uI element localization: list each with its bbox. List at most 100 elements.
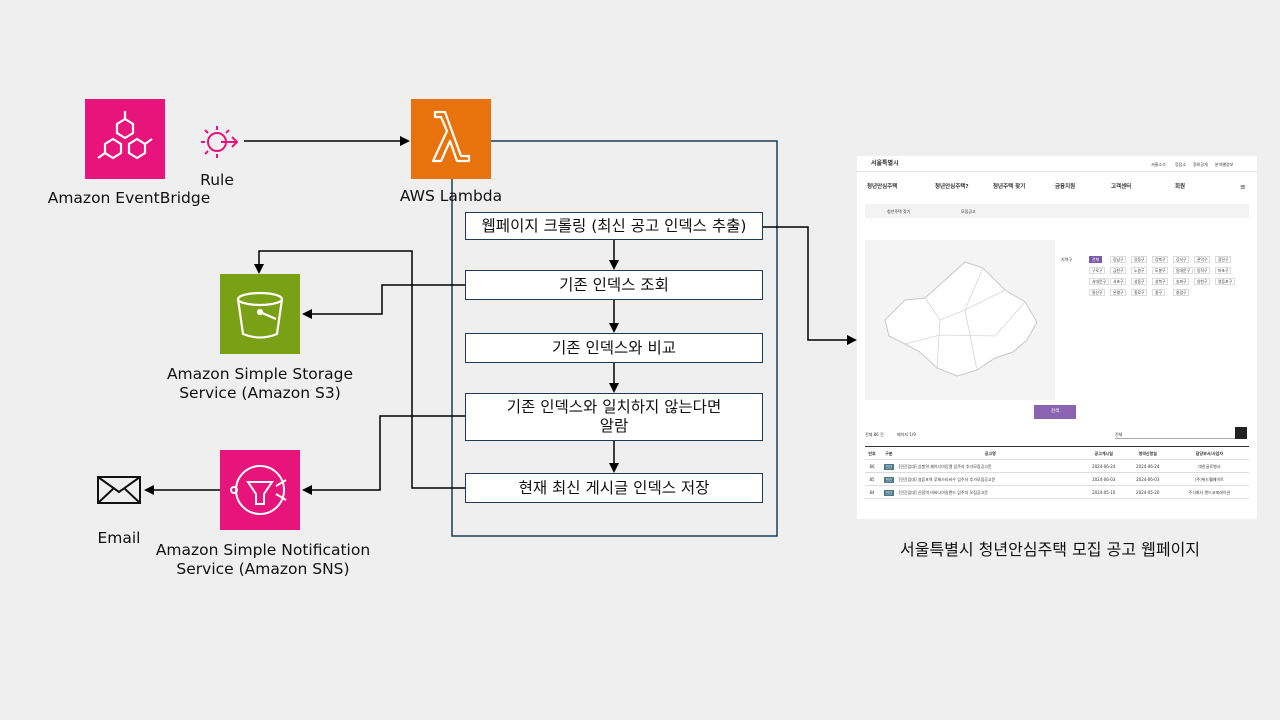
district-chip[interactable]: 용산구 <box>1089 289 1106 296</box>
site-nav-home[interactable]: 청년안심주택 <box>867 184 898 190</box>
district-chip[interactable]: 강남구 <box>1110 256 1127 263</box>
cell-apply: 2024-06-24 <box>1125 459 1170 473</box>
site-top-link[interactable]: 응답소 <box>1175 162 1187 167</box>
site-logo: 서울특별시 <box>871 160 899 167</box>
district-chip[interactable]: 중구 <box>1152 289 1165 296</box>
step-compare: 기존 인덱스와 비교 <box>465 333 763 363</box>
step-compare-text: 기존 인덱스와 비교 <box>552 338 676 357</box>
cell-org: 주식회사 랜드코퍼레이션 <box>1169 485 1249 499</box>
notice-table: 번호 구분 공고명 공고게시일 청약신청일 담당부서/사업자 86 민간 [민간… <box>865 446 1249 499</box>
col-header: 공고게시일 <box>1081 446 1126 460</box>
district-chip[interactable]: 구로구 <box>1089 267 1106 274</box>
step-lookup: 기존 인덱스 조회 <box>465 270 763 300</box>
type-badge: 민간 <box>883 463 895 470</box>
col-header: 번호 <box>865 446 879 460</box>
district-chip[interactable]: 서대문구 <box>1089 278 1109 285</box>
site-search-button[interactable]: 검색 <box>1034 405 1076 419</box>
district-chip[interactable]: 노원구 <box>1131 267 1148 274</box>
cell-no: 84 <box>865 485 879 499</box>
cell-title[interactable]: [민간임대] 상봉역 제이디아잉엘 입주자 추가모집공고문 <box>898 459 1082 473</box>
step-save: 현재 최신 게시글 인덱스 저장 <box>465 473 763 503</box>
site-top-link[interactable]: 서울소식 <box>1151 162 1166 167</box>
site-top-link[interactable]: 정보공개 <box>1193 162 1208 167</box>
seoul-district-map[interactable] <box>865 240 1055 400</box>
arrow-alarm-to-sns <box>302 415 465 495</box>
district-chip[interactable]: 광진구 <box>1215 256 1232 263</box>
site-nav-item[interactable]: 금융지원 <box>1055 184 1076 190</box>
search-icon[interactable] <box>1235 427 1247 439</box>
site-breadcrumb: 청년주택 찾기 모집공고 <box>865 204 1249 218</box>
cell-type: 민간 <box>878 459 899 473</box>
col-header: 공고명 <box>898 446 1082 460</box>
cell-no: 85 <box>865 472 879 486</box>
district-chip[interactable]: 전체 <box>1089 256 1102 263</box>
sns-icon <box>220 450 300 530</box>
district-chip[interactable]: 양천구 <box>1194 278 1211 285</box>
district-chip[interactable]: 강동구 <box>1131 256 1148 263</box>
cell-title[interactable]: [민간임대] 영등포역 루체스타비우 입주자 추가모집공고문 <box>898 472 1082 486</box>
cell-type: 민간 <box>878 472 899 486</box>
arrow-save-to-s3 <box>254 250 465 489</box>
district-chip[interactable]: 서초구 <box>1110 278 1127 285</box>
total-count: 전체 86 건 <box>865 432 884 437</box>
district-chip[interactable]: 동작구 <box>1194 267 1211 274</box>
cell-posted: 2024-05-10 <box>1081 485 1126 499</box>
site-menu-icon[interactable]: ≡ <box>1240 183 1246 191</box>
district-chip[interactable]: 종로구 <box>1131 289 1148 296</box>
site-top-link[interactable]: 분야별정보 <box>1215 162 1234 167</box>
district-chip[interactable]: 강서구 <box>1173 256 1190 263</box>
col-header: 담당부서/사업자 <box>1169 446 1249 460</box>
site-nav-item[interactable]: 회원 <box>1175 184 1186 190</box>
table-row[interactable]: 86 민간 [민간임대] 상봉역 제이디아잉엘 입주자 추가모집공고문 2024… <box>865 459 1249 473</box>
site-nav-item[interactable]: 청년주택 찾기 <box>993 184 1026 190</box>
step-alarm: 기존 인덱스와 일치하지 않는다면 알람 <box>465 393 763 441</box>
lambda-label: AWS Lambda <box>399 187 503 205</box>
district-chip[interactable]: 성북구 <box>1152 278 1169 285</box>
website-caption: 서울특별시 청년안심주택 모집 공고 웹페이지 <box>900 540 1201 559</box>
district-chip[interactable]: 영등포구 <box>1215 278 1235 285</box>
district-chip[interactable]: 강북구 <box>1152 256 1169 263</box>
district-chip[interactable]: 마포구 <box>1215 267 1232 274</box>
crumb-item[interactable]: 모집공고 <box>961 209 976 214</box>
email-icon <box>97 476 141 504</box>
filter-select[interactable]: 전체 <box>1115 431 1235 439</box>
cell-title[interactable]: [민간임대] 신림역 비바나아일랜드 입주자 모집공고문 <box>898 485 1082 499</box>
lambda-icon <box>411 99 491 179</box>
district-chip[interactable]: 관악구 <box>1194 256 1211 263</box>
step-crawl-text: 웹페이지 크롤링 (최신 공고 인덱스 추출) <box>481 216 747 235</box>
rule-label: Rule <box>200 171 234 189</box>
cell-apply: 2024-06-03 <box>1125 472 1170 486</box>
s3-label-line2: Service (Amazon S3) <box>179 384 341 402</box>
cell-type: 민간 <box>878 485 899 499</box>
col-header: 청약신청일 <box>1125 446 1170 460</box>
site-nav-item[interactable]: 청년안심주택? <box>935 184 969 190</box>
district-chip[interactable]: 성동구 <box>1131 278 1148 285</box>
table-row[interactable]: 85 민간 [민간임대] 영등포역 루체스타비우 입주자 추가모집공고문 202… <box>865 472 1249 486</box>
cell-org: (주)위드웰메이트 <box>1169 472 1249 486</box>
crumb-item[interactable]: 청년주택 찾기 <box>887 209 911 214</box>
rule-icon <box>201 126 239 158</box>
table-row[interactable]: 84 민간 [민간임대] 신림역 비바나아일랜드 입주자 모집공고문 2024-… <box>865 485 1249 499</box>
sns-label-line1: Amazon Simple Notification <box>155 541 371 559</box>
site-nav-item[interactable]: 고객센터 <box>1111 184 1132 190</box>
type-badge: 민간 <box>883 476 895 483</box>
district-chip[interactable]: 중랑구 <box>1173 289 1190 296</box>
district-chip[interactable]: 금천구 <box>1110 267 1127 274</box>
step-crawl: 웹페이지 크롤링 (최신 공고 인덱스 추출) <box>465 212 763 240</box>
step-save-text: 현재 최신 게시글 인덱스 저장 <box>518 478 710 497</box>
page-indicator: 페이지 1/9 <box>897 432 916 437</box>
cell-org: 대한글로벌사 <box>1169 459 1249 473</box>
district-chip[interactable]: 도봉구 <box>1152 267 1169 274</box>
step-alarm-text-line1: 기존 인덱스와 일치하지 않는다면 <box>506 398 722 416</box>
col-header: 구분 <box>878 446 899 460</box>
site-top-bar: 서울특별시 서울소식 응답소 정보공개 분야별정보 <box>857 156 1257 172</box>
s3-bucket-icon <box>220 274 300 354</box>
website-screenshot: 서울특별시 서울소식 응답소 정보공개 분야별정보 청년안심주택 청년안심주택?… <box>857 156 1257 519</box>
district-chip[interactable]: 은평구 <box>1110 289 1127 296</box>
eventbridge-label: Amazon EventBridge <box>47 189 211 207</box>
type-badge: 민간 <box>883 489 895 496</box>
district-chip[interactable]: 동대문구 <box>1173 267 1193 274</box>
district-chip[interactable]: 송파구 <box>1173 278 1190 285</box>
cell-apply: 2024-05-20 <box>1125 485 1170 499</box>
